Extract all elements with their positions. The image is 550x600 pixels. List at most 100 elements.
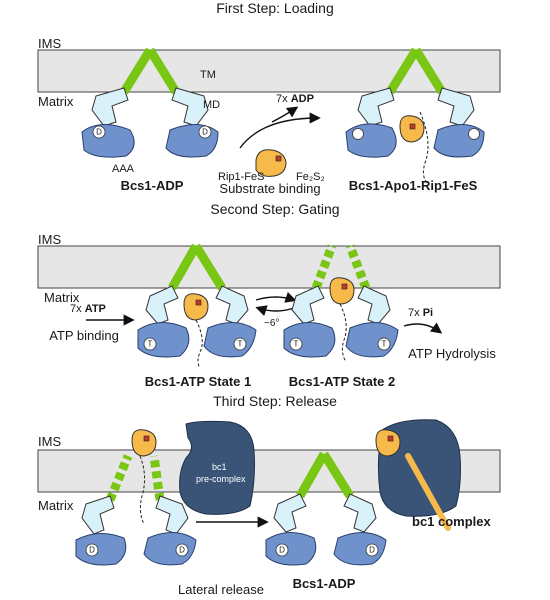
middle-domain — [171, 87, 209, 127]
ims-label: IMS — [38, 434, 61, 449]
fe2s2-cluster — [387, 435, 394, 442]
bcs1-atp-state2: T T — [283, 244, 399, 363]
step-title-release: Third Step: Release — [213, 393, 337, 409]
atp-nucleotide — [143, 337, 157, 351]
ims-label: IMS — [38, 232, 61, 247]
middle-domain — [81, 495, 115, 535]
bcs1-open-release: D D — [75, 429, 197, 566]
middle-domain — [91, 87, 129, 127]
aaa-domain — [333, 532, 387, 566]
tm-helix — [146, 47, 180, 95]
step-title-gating: Second Step: Gating — [210, 201, 339, 217]
tm-helix-dashed — [105, 454, 133, 502]
tm-helix — [168, 243, 200, 291]
adp-nucleotide — [198, 125, 212, 139]
middle-domain — [145, 285, 179, 325]
fe2s2-cluster — [341, 283, 348, 290]
atp-nucleotide-label: T — [148, 340, 153, 349]
aaa-domain — [143, 532, 197, 566]
adp-nucleotide — [85, 543, 99, 557]
fe2s2-cluster — [143, 435, 150, 442]
empty-nucleotide-site — [468, 128, 480, 140]
bcs1-atp-state1: T T — [137, 243, 257, 369]
adp-nucleotide-label: D — [89, 546, 95, 555]
aaa-domain — [345, 322, 399, 358]
state-atp-2: Bcs1-ATP State 2 — [289, 374, 395, 389]
rotation-arrow-forward — [255, 292, 297, 303]
adp-nucleotide — [175, 543, 189, 557]
atp-nucleotide-label: T — [294, 340, 299, 349]
md-label: MD — [203, 99, 220, 111]
empty-nucleotide-site — [352, 128, 364, 140]
aaa-domain — [81, 124, 135, 158]
atp-hydrolysis-label: ATP Hydrolysis — [408, 346, 496, 361]
step-title-loading: First Step: Loading — [216, 0, 334, 16]
middle-domain — [343, 493, 377, 533]
rip-fes-label: Rip1-FeS — [218, 171, 264, 183]
rotation-arrow-back — [255, 305, 295, 316]
adp-nucleotide-label: D — [279, 546, 285, 555]
atp-nucleotide — [377, 337, 391, 351]
adp-nucleotide-label: D — [202, 128, 208, 137]
tm-helix — [192, 243, 226, 291]
rotation-angle-label: ~6° — [264, 318, 279, 329]
tm-helix — [296, 451, 328, 499]
rip1-tail — [139, 455, 146, 525]
rip1-tail — [195, 319, 203, 369]
bc1-pre-complex-label-1: bc1 — [212, 462, 227, 472]
atp-nucleotide-label: T — [382, 340, 387, 349]
bc1-pre-complex-label-2: pre-complex — [196, 474, 246, 484]
adp-release-arrow — [271, 106, 299, 123]
rip1-fes-protein — [183, 293, 209, 321]
tm-helix-dashed — [311, 244, 337, 290]
middle-domain — [215, 285, 249, 325]
rip1-fes-protein — [375, 429, 401, 457]
tm-helix — [320, 451, 354, 499]
adp-nucleotide-label: D — [179, 546, 185, 555]
ims-label: IMS — [38, 36, 61, 51]
adp-nucleotide-label: D — [369, 546, 375, 555]
rip1-tail — [339, 303, 347, 363]
fe2s2-cluster — [409, 123, 416, 130]
tm-helix — [386, 47, 420, 95]
tm-helix — [412, 47, 446, 95]
bcs1-apo1-rip1-complex — [345, 47, 485, 185]
adp-count: 7x ADP — [276, 93, 314, 105]
bc1-pre-complex: bc1 pre-complex — [179, 420, 255, 515]
bcs1-adp-final: D D — [265, 451, 387, 566]
hydrolysis-arrow — [403, 322, 443, 334]
rip1-fes-protein — [329, 277, 355, 305]
rip1-fes-protein — [131, 429, 157, 457]
middle-domain — [357, 285, 391, 325]
adp-nucleotide — [92, 125, 106, 139]
aaa-domain — [265, 532, 317, 566]
pi-count: 7x Pi — [408, 307, 433, 319]
membrane-2 — [37, 245, 501, 289]
state-atp-1: Bcs1-ATP State 1 — [145, 374, 251, 389]
bc1-complex — [375, 419, 461, 531]
atp-binding-label: ATP binding — [49, 328, 119, 343]
fe2s2-cluster — [275, 155, 282, 162]
adp-nucleotide — [275, 543, 289, 557]
aaa-domain — [345, 123, 397, 158]
rip1-fes-protein — [255, 149, 287, 177]
middle-domain — [155, 495, 189, 535]
fe2s2-cluster — [195, 299, 202, 306]
matrix-label: Matrix — [38, 94, 74, 109]
rip1-tail — [419, 111, 429, 185]
atp-count: 7x ATP — [70, 303, 106, 315]
middle-domain — [273, 493, 307, 533]
atp-nucleotide — [233, 337, 247, 351]
state-bcs1-adp: Bcs1-ADP — [121, 178, 184, 193]
aaa-domain — [75, 533, 127, 566]
matrix-label: Matrix — [44, 290, 80, 305]
lateral-release-label: Lateral release — [178, 582, 264, 597]
tm-helix — [120, 47, 154, 95]
substrate-binding-label: Substrate binding — [219, 181, 320, 196]
loading-arrow — [239, 112, 321, 149]
aaa-domain — [203, 322, 257, 358]
tm-helix-dashed — [345, 244, 371, 290]
aaa-label: AAA — [112, 163, 135, 175]
rip1-anchor — [405, 453, 451, 531]
